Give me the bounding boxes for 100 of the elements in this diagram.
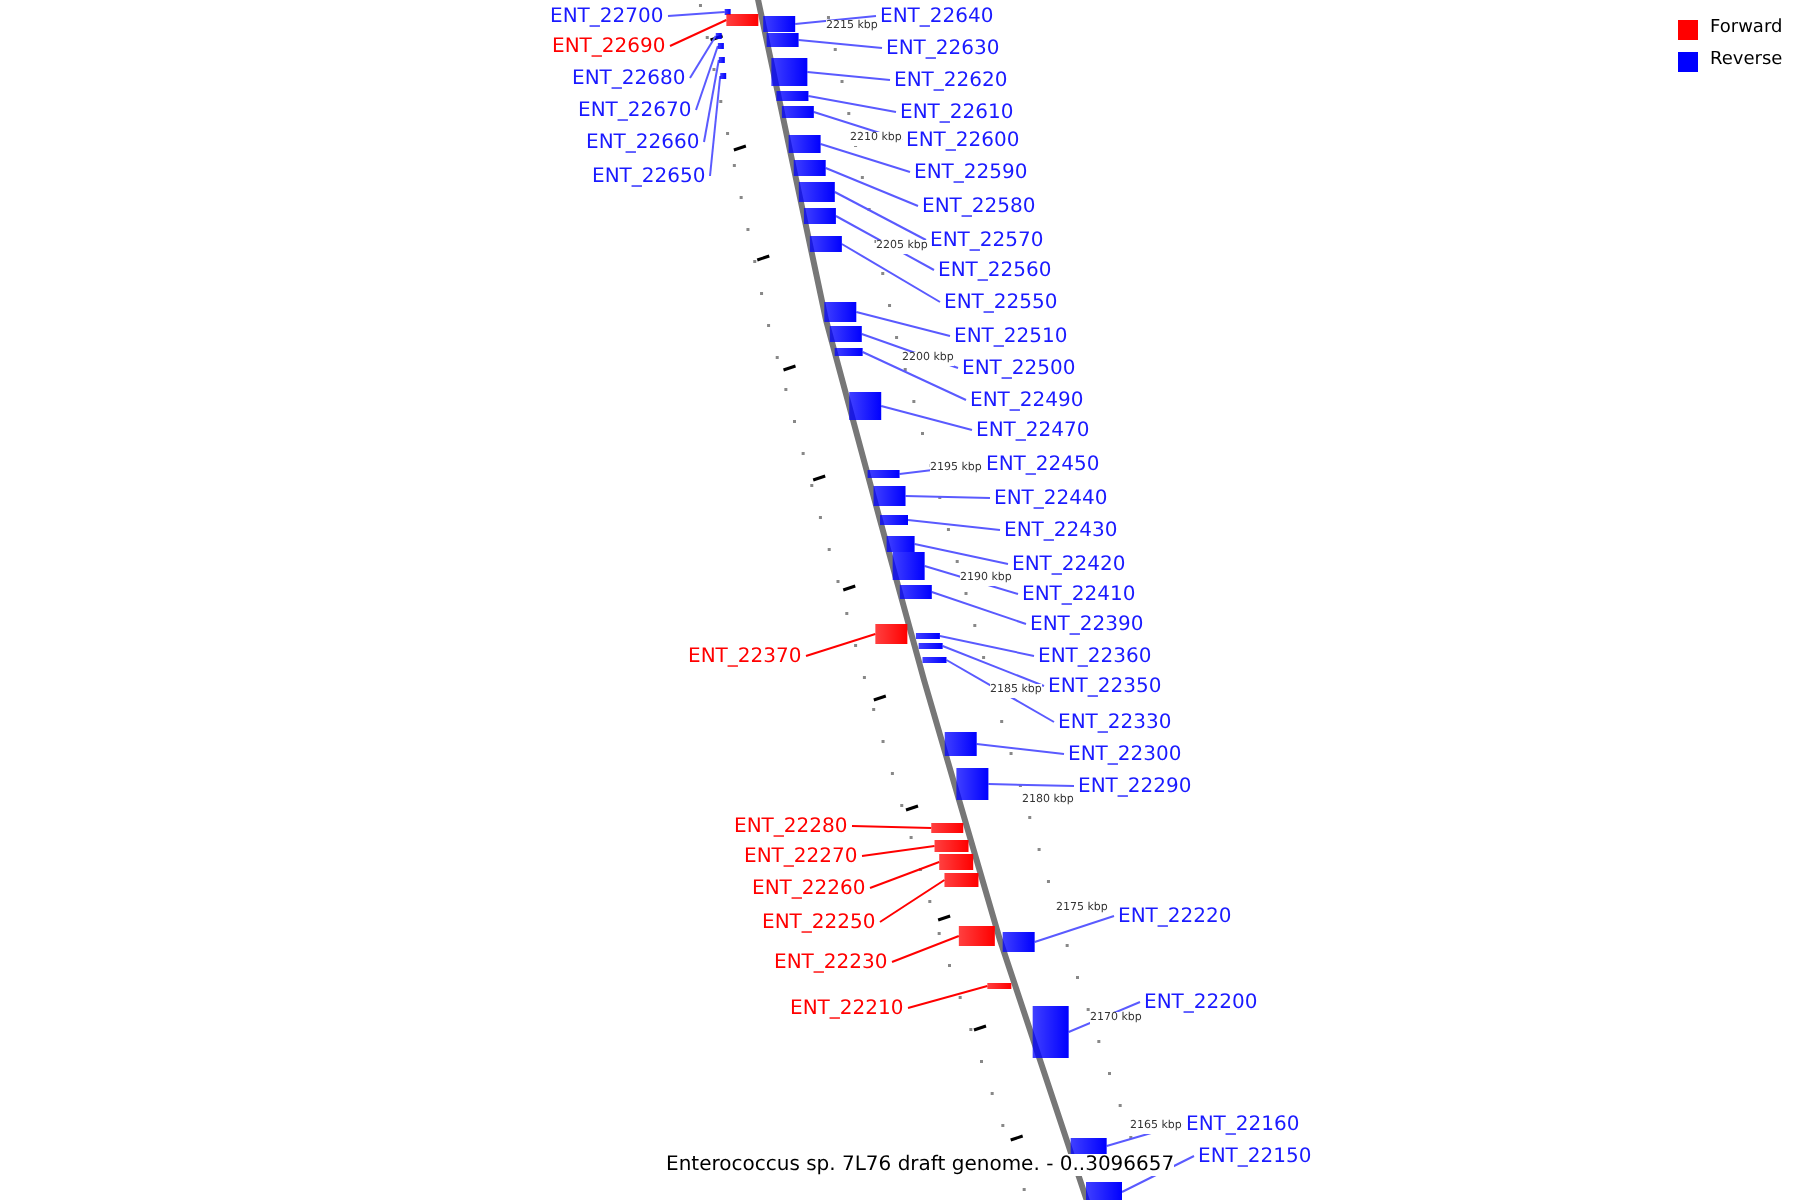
leader-line bbox=[907, 519, 1001, 531]
gene-arrow-block bbox=[720, 73, 727, 79]
gene-label: ENT_22200 bbox=[1144, 989, 1258, 1015]
gene-arrow-block bbox=[803, 208, 836, 224]
gene-label: ENT_22430 bbox=[1004, 517, 1118, 543]
gene-arrow-block bbox=[718, 57, 725, 63]
gene-label: ENT_22490 bbox=[970, 387, 1084, 413]
gene-arrow-block bbox=[1002, 932, 1035, 952]
gene-arrow-block bbox=[956, 768, 989, 800]
leader-line bbox=[669, 19, 728, 47]
leader-line bbox=[689, 35, 717, 79]
gene-arrow-block bbox=[944, 873, 979, 887]
gene-label: ENT_22680 bbox=[572, 65, 686, 91]
gene-label: ENT_22570 bbox=[930, 227, 1044, 253]
gene-arrow-block bbox=[834, 348, 863, 356]
leader-line bbox=[709, 75, 722, 177]
gene-arrow-block bbox=[849, 392, 882, 420]
gene-arrow-block bbox=[726, 14, 759, 26]
leader-line bbox=[695, 45, 719, 111]
gene-arrow-block bbox=[987, 983, 1012, 989]
gene-arrow-block bbox=[873, 486, 906, 506]
leader-line bbox=[907, 985, 989, 1009]
gene-arrow-block bbox=[944, 732, 977, 756]
gene-label: ENT_22270 bbox=[744, 843, 858, 869]
gene-label: ENT_22420 bbox=[1012, 551, 1126, 577]
leader-line bbox=[824, 167, 919, 207]
gene-arrow-block bbox=[1032, 1006, 1069, 1058]
gene-arrow-block bbox=[809, 236, 842, 252]
gene-arrow-block bbox=[918, 643, 943, 649]
gene-arrow-block bbox=[922, 657, 947, 663]
leader-line bbox=[667, 11, 726, 17]
gene-label: ENT_22700 bbox=[550, 3, 664, 29]
gene-arrow-block bbox=[886, 536, 915, 552]
gene-label: ENT_22360 bbox=[1038, 643, 1152, 669]
gene-label: ENT_22580 bbox=[922, 193, 1036, 219]
gene-arrow-block bbox=[892, 552, 925, 580]
gene-label: ENT_22650 bbox=[592, 163, 706, 189]
leader-line bbox=[851, 825, 933, 829]
gene-arrow-block bbox=[875, 624, 908, 644]
leader-line bbox=[1033, 915, 1115, 943]
gene-label: ENT_22160 bbox=[1186, 1111, 1300, 1137]
leader-line bbox=[941, 645, 1045, 687]
gene-arrow-block bbox=[880, 515, 908, 525]
gene-label: ENT_22600 bbox=[906, 127, 1020, 153]
leader-line bbox=[987, 783, 1075, 787]
gene-label: ENT_22470 bbox=[976, 417, 1090, 443]
gene-arrow-block bbox=[915, 633, 940, 639]
leader-line bbox=[904, 495, 991, 499]
gene-label: ENT_22630 bbox=[886, 35, 1000, 61]
leader-line bbox=[861, 351, 967, 401]
gene-label: ENT_22220 bbox=[1118, 903, 1232, 929]
gene-label: ENT_22290 bbox=[1078, 773, 1192, 799]
gene-label: ENT_22260 bbox=[752, 875, 866, 901]
leader-line bbox=[855, 311, 951, 337]
gene-arrow-block bbox=[715, 33, 722, 39]
gene-label: ENT_22450 bbox=[986, 451, 1100, 477]
leader-line bbox=[807, 95, 897, 113]
leader-line bbox=[861, 845, 936, 857]
gene-label: ENT_22500 bbox=[962, 355, 1076, 381]
gene-arrow-block bbox=[829, 326, 862, 342]
caption: Enterococcus sp. 7L76 draft genome. - 0..3096657 bbox=[666, 1154, 1175, 1176]
gene-arrow-block bbox=[939, 854, 974, 870]
gene-arrow-block bbox=[1070, 1138, 1107, 1154]
gene-label: ENT_22210 bbox=[790, 995, 904, 1021]
leader-line bbox=[797, 39, 883, 49]
leader-line bbox=[913, 543, 1009, 565]
leader-line bbox=[703, 59, 720, 143]
leader-line bbox=[806, 71, 891, 81]
gene-arrow-block bbox=[1086, 1182, 1122, 1200]
leader-line bbox=[869, 861, 941, 889]
gene-label: ENT_22590 bbox=[914, 159, 1028, 185]
gene-arrow-block bbox=[934, 840, 969, 852]
leader-line bbox=[880, 405, 973, 431]
gene-arrow-block bbox=[788, 135, 821, 153]
gene-label: ENT_22390 bbox=[1030, 611, 1144, 637]
gene-label: ENT_22610 bbox=[900, 99, 1014, 125]
leader-line bbox=[840, 243, 941, 303]
gene-label: ENT_22230 bbox=[774, 949, 888, 975]
leader-line bbox=[891, 935, 960, 963]
gene-arrow-block bbox=[793, 160, 826, 176]
leader-line bbox=[938, 635, 1035, 657]
gene-label: ENT_22560 bbox=[938, 257, 1052, 283]
gene-arrow-block bbox=[717, 43, 724, 49]
leader-line bbox=[805, 633, 877, 657]
gene-label: ENT_22660 bbox=[586, 129, 700, 155]
gene-label: ENT_22330 bbox=[1058, 709, 1172, 735]
gene-label: ENT_22280 bbox=[734, 813, 848, 839]
gene-label: ENT_22250 bbox=[762, 909, 876, 935]
leader-line bbox=[930, 591, 1027, 625]
gene-arrow-block bbox=[776, 91, 809, 101]
gene-label: ENT_22670 bbox=[578, 97, 692, 123]
gene-arrow-block bbox=[763, 16, 796, 32]
leader-line bbox=[975, 743, 1065, 755]
gene-label: ENT_22690 bbox=[552, 33, 666, 59]
gene-label: ENT_22410 bbox=[1022, 581, 1136, 607]
leader-line bbox=[833, 191, 927, 241]
gene-arrow-block bbox=[867, 470, 900, 478]
gene-label: ENT_22350 bbox=[1048, 673, 1162, 699]
gene-label: ENT_22440 bbox=[994, 485, 1108, 511]
gene-label: ENT_22370 bbox=[688, 643, 802, 669]
